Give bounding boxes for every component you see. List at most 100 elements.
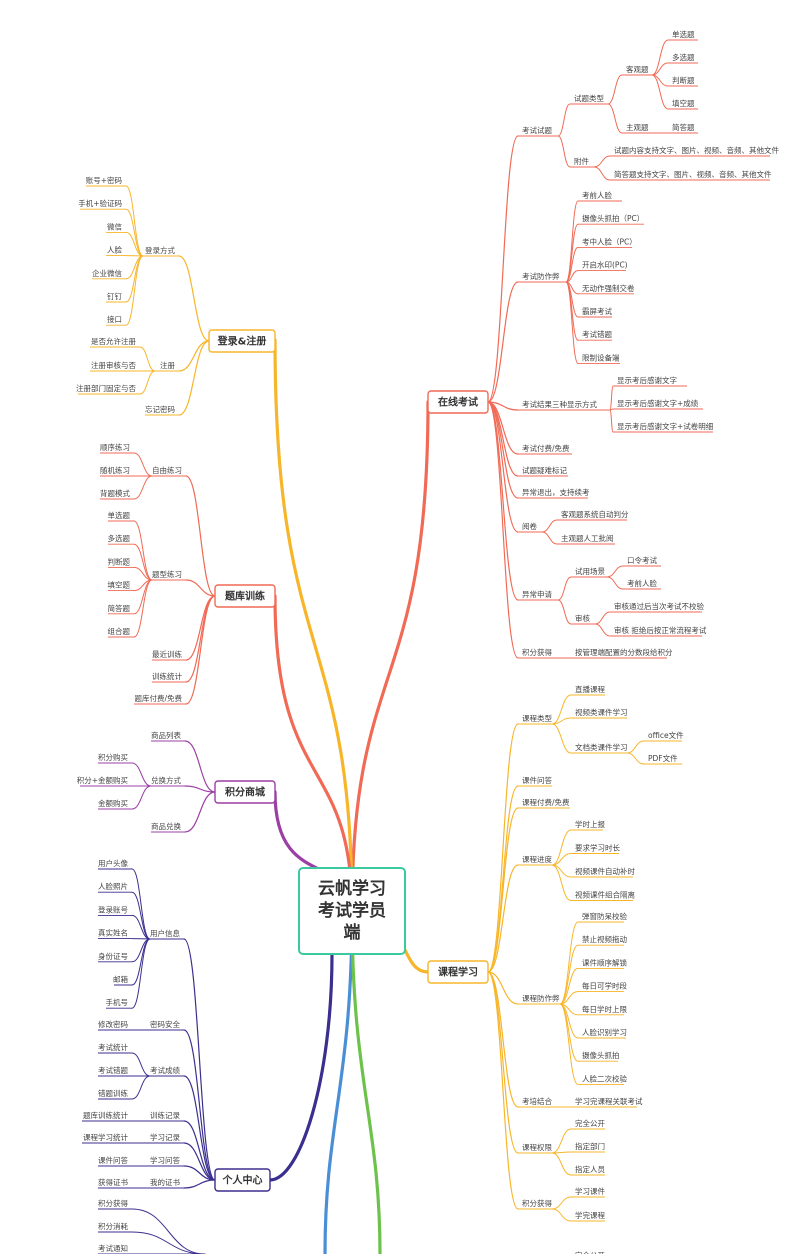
node-label: 课件问答 [98,1155,128,1165]
node-label: 学完课程 [575,1210,605,1220]
connector-line [594,623,611,637]
connector-line [131,891,151,940]
node-label: 按管理端配置的分数段给积分 [575,647,673,657]
node-label: 考试结果三种显示方式 [522,399,597,409]
connector-line [183,1142,216,1181]
node-label: 登录账号 [98,904,128,914]
node-label: 课程付费/免费 [522,797,570,807]
node-label: 审核通过后当次考试不校验 [614,601,704,611]
branch-question-bank-label: 题库训练 [225,590,265,603]
connector-line [131,1231,206,1254]
node-label: 附件 [574,156,589,166]
node-label: 异常退出，支持续考 [522,487,590,497]
node-label: 是否允许注册 [91,336,136,346]
connector-line [131,1208,206,1254]
connector-line [551,1152,572,1176]
node-label: 禁止视频拖动 [582,934,627,944]
connector-line [133,579,153,638]
node-label: 微信 [107,221,122,231]
node-label: 注册审核与否 [91,360,136,370]
node-label: 单选题 [672,29,695,39]
branch-course[interactable] [427,960,489,984]
node-label: 考前人脸 [582,190,612,200]
connector-line [651,62,669,76]
node-label: 简答题 [672,122,695,132]
node-label: 指定人员 [575,1164,605,1174]
connector-line [487,401,519,659]
node-label: 题库付费/免费 [134,693,182,703]
node-label: 训练记录 [150,1110,180,1120]
connector-line [541,531,558,545]
connector-line [183,1075,216,1181]
node-label: 霸屏考试 [582,306,612,316]
node-label: 课程防作弊 [522,993,560,1003]
branch-personal-center-label: 个人中心 [222,1174,263,1187]
node-label: 判断题 [108,556,131,566]
connector-line [559,967,579,1005]
connector-line [183,938,216,1181]
node-label: 学习完课程关联考试 [575,1096,643,1106]
node-label: 积分购买 [98,752,128,762]
branch-online-exam[interactable] [427,390,489,414]
node-label: 忘记密码 [145,404,175,414]
node-label: 学习课件 [575,1186,605,1196]
node-label: 简答题支持文字、图片、视频、音频、其他文件 [614,169,772,179]
node-label: 账号+密码 [86,175,123,185]
connector-line [178,255,210,342]
connector-line [594,611,611,625]
node-label: 用户信息 [150,928,180,938]
node-label: 考试试题 [522,125,552,135]
node-label: 试题疑难标记 [522,465,567,475]
node-label: 积分获得 [522,1198,552,1208]
node-labels: 考试试题考试防作弊考试结果三种显示方式考试付费/免费试题疑难标记异常退出，支持续… [76,29,779,1254]
branch-course-label: 课程学习 [438,966,478,979]
root-title-line: 考试学员 [317,900,386,921]
branch-question-bank[interactable] [214,584,276,608]
connector-line [487,401,519,533]
connector-line [131,785,152,810]
connector-line [541,519,558,533]
connector-line [131,1075,151,1100]
node-label: 视频类课件学习 [575,707,628,717]
node-label: 训练统计 [152,671,182,681]
node-label: 随机练习 [100,465,130,475]
node-label: 兑换方式 [151,775,181,785]
node-label: 客观题 [626,64,649,74]
node-label: 课程学习统计 [83,1132,128,1142]
connector-line [183,1179,216,1189]
stem-green-offscreen [350,909,382,1254]
node-label: 判断题 [672,75,695,85]
branch-login-label: 登录&注册 [217,335,267,348]
connector-line [565,270,579,283]
node-label: 积分获得 [522,647,552,657]
node-label: 填空题 [108,580,131,590]
node-label: 课件顺序解锁 [582,957,627,967]
stem-online-exam [350,400,430,913]
connector-line [551,1208,572,1222]
connector-line [487,723,519,973]
node-label: 试题内容支持文字、图片、视频、音频、其他文件 [614,145,779,155]
branch-personal-center[interactable] [214,1168,271,1192]
node-label: 试用场景 [575,566,605,576]
connector-line [607,74,623,105]
node-label: 积分+金额购买 [77,775,129,785]
connector-line [487,135,519,403]
stem-course [403,948,430,974]
branch-login[interactable] [208,329,276,353]
node-label: 我的证书 [150,1177,180,1187]
node-label: 弹窗防呆校验 [582,911,627,921]
root-node[interactable] [298,867,406,955]
branch-points-mall[interactable] [214,780,276,804]
connector-line [565,281,579,364]
connector-line [131,938,151,986]
connector-line [185,579,216,597]
node-label: 每日学时上限 [582,1004,627,1014]
connector-line [133,543,153,581]
node-label: 每日可学时段 [582,981,627,991]
node-label: 考前人脸 [627,578,657,588]
connector-line [565,200,579,283]
connector-line [131,938,151,1009]
node-label: 考中人脸（PC） [582,236,637,246]
connector-line [551,1128,572,1154]
